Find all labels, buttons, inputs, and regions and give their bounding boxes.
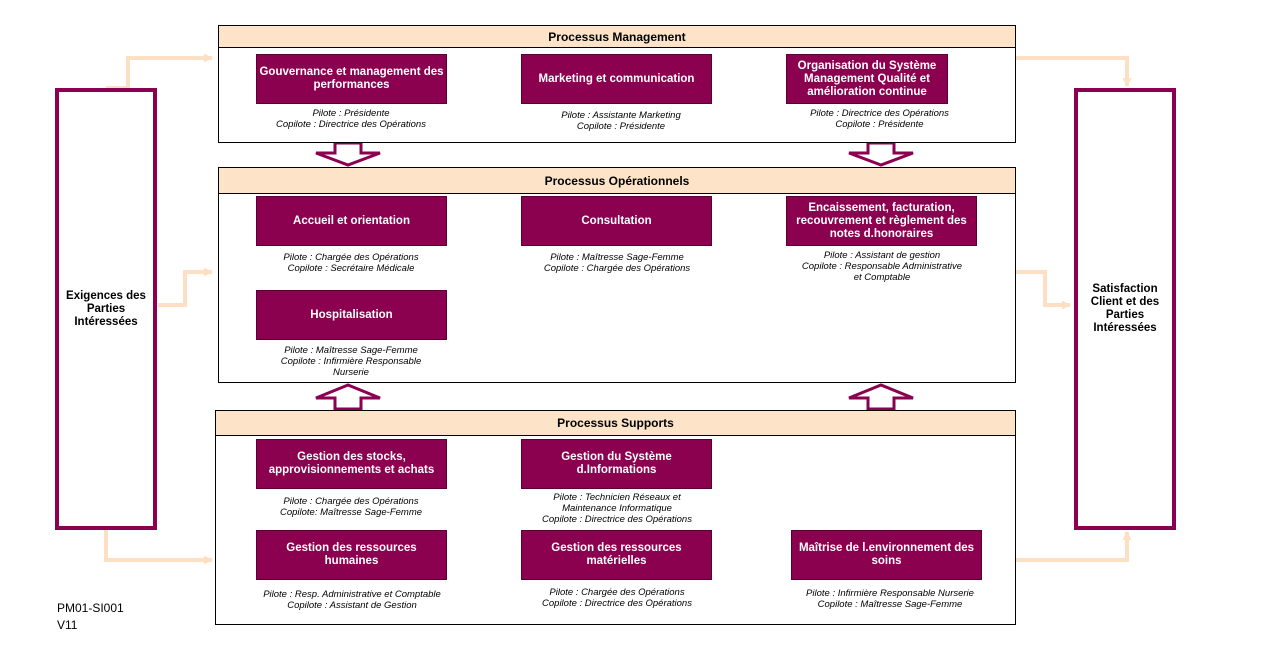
owners-marketing: Pilote : Assistante Marketing Copilote :…: [561, 110, 681, 132]
owners-ressources-humaines: Pilote : Resp. Administrative et Comptab…: [263, 589, 441, 611]
process-consultation[interactable]: Consultation: [521, 196, 712, 246]
process-stocks[interactable]: Gestion des stocks, approvisionnements e…: [256, 439, 447, 489]
flow-arrow-supports-to-satisfaction: [1016, 531, 1132, 562]
process-smq[interactable]: Organisation du Système Management Quali…: [786, 54, 948, 104]
owners-consultation: Pilote : Maîtresse Sage-Femme Copilote :…: [543, 252, 691, 274]
process-environnement-soins-label: Maîtrise de l.environnement des soins: [798, 542, 975, 567]
flow-arrow-management-to-satisfaction: [1016, 56, 1132, 87]
flow-arrow-requirements-to-supports: [104, 530, 213, 565]
customer-satisfaction-box: Satisfaction Client et des Parties Intér…: [1074, 88, 1176, 530]
process-hospitalisation-label: Hospitalisation: [310, 308, 393, 321]
owners-gouvernance: Pilote : Présidente Copilote : Directric…: [276, 108, 426, 130]
stakeholder-requirements-label: Exigences des Parties Intéressées: [66, 289, 146, 328]
management-section-title: Processus Management: [219, 26, 1015, 48]
owners-systeme-informations: Pilote : Technicien Réseaux et Maintenan…: [542, 492, 692, 525]
process-hospitalisation[interactable]: Hospitalisation: [256, 290, 447, 340]
process-gouvernance[interactable]: Gouvernance et management des performanc…: [256, 54, 447, 104]
flow-arrow-requirements-to-management: [106, 53, 213, 90]
owners-smq: Pilote : Directrice des Opérations Copil…: [810, 108, 949, 130]
process-smq-label: Organisation du Système Management Quali…: [797, 59, 937, 98]
process-marketing[interactable]: Marketing et communication: [521, 54, 712, 104]
process-ressources-materielles[interactable]: Gestion des ressources matérielles: [521, 530, 712, 580]
process-consultation-label: Consultation: [581, 214, 652, 227]
flow-arrow-requirements-to-operational: [158, 267, 213, 307]
process-systeme-informations[interactable]: Gestion du Système d.Informations: [521, 439, 712, 489]
operational-section-title: Processus Opérationnels: [219, 168, 1015, 194]
block-arrow-supports-to-operational-left: [315, 383, 381, 411]
process-encaissement-label: Encaissement, facturation, recouvrement …: [796, 201, 967, 240]
customer-satisfaction-label: Satisfaction Client et des Parties Intér…: [1090, 283, 1160, 334]
owners-stocks: Pilote : Chargée des Opérations Copilote…: [279, 496, 423, 518]
support-section-title: Processus Supports: [216, 411, 1015, 436]
process-environnement-soins[interactable]: Maîtrise de l.environnement des soins: [791, 530, 982, 580]
owners-encaissement: Pilote : Assistant de gestion Copilote :…: [801, 250, 963, 283]
owners-hospitalisation: Pilote : Maîtresse Sage-Femme Copilote :…: [280, 345, 422, 378]
document-code: PM01-SI001: [57, 601, 124, 615]
process-accueil-label: Accueil et orientation: [293, 214, 410, 227]
process-encaissement[interactable]: Encaissement, facturation, recouvrement …: [786, 196, 977, 246]
process-accueil[interactable]: Accueil et orientation: [256, 196, 447, 246]
process-gouvernance-label: Gouvernance et management des performanc…: [259, 66, 444, 91]
process-ressources-materielles-label: Gestion des ressources matérielles: [551, 542, 682, 567]
owners-environnement-soins: Pilote : Infirmière Responsable Nurserie…: [806, 588, 974, 610]
document-version: V11: [57, 618, 78, 632]
owners-accueil: Pilote : Chargée des Opérations Copilote…: [283, 252, 419, 274]
block-arrow-management-to-operational-right: [848, 141, 914, 167]
flow-arrow-operational-to-satisfaction: [1016, 270, 1071, 310]
block-arrow-supports-to-operational-right: [848, 383, 914, 411]
owners-ressources-materielles: Pilote : Chargée des Opérations Copilote…: [542, 587, 692, 609]
block-arrow-management-to-operational-left: [315, 141, 381, 167]
process-ressources-humaines-label: Gestion des ressources humaines: [286, 542, 417, 567]
process-ressources-humaines[interactable]: Gestion des ressources humaines: [256, 530, 447, 580]
process-marketing-label: Marketing et communication: [538, 72, 695, 85]
stakeholder-requirements-box: Exigences des Parties Intéressées: [55, 88, 157, 530]
process-systeme-informations-label: Gestion du Système d.Informations: [561, 451, 672, 476]
process-stocks-label: Gestion des stocks, approvisionnements e…: [268, 451, 435, 476]
